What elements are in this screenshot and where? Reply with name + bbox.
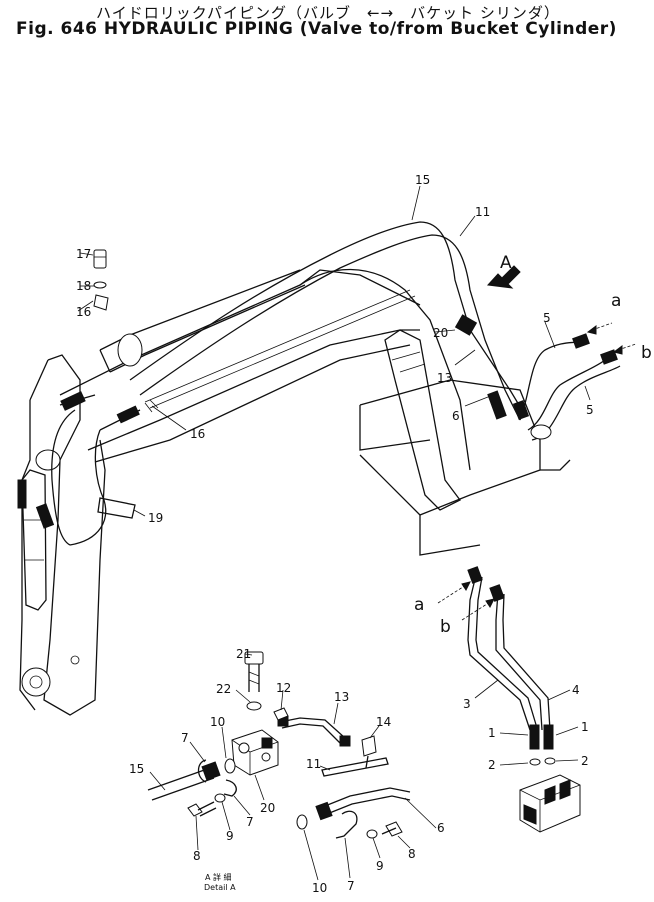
callout-22: 22 (216, 682, 231, 696)
clamp-parts (93, 249, 109, 311)
callout-16: 16 (76, 305, 91, 319)
detail-caption-jp: A 詳 細 (205, 872, 232, 882)
detail-caption-en: Detail A (204, 883, 236, 892)
figure-title: Fig. 646 HYDRAULIC PIPING (Valve to/from… (16, 19, 617, 39)
boom-hoses (17, 221, 530, 546)
callout-11b: 11 (306, 757, 321, 771)
callout-7b: 7 (246, 815, 254, 829)
callout-13: 13 (437, 371, 452, 385)
callout-7c: 7 (347, 879, 355, 893)
callout-4: 4 (572, 683, 580, 697)
callout-9b: 9 (376, 859, 384, 873)
port-a-label: a (611, 291, 621, 311)
detail-a-assembly (147, 651, 411, 839)
valve-pipes (437, 566, 581, 833)
callout-8b: 8 (408, 847, 416, 861)
callout-7: 7 (181, 731, 189, 745)
port-b-label: b (641, 343, 652, 363)
callout-5: 5 (543, 311, 551, 325)
callout-14: 14 (376, 715, 391, 729)
callout-5b: 5 (586, 403, 594, 417)
callout-8: 8 (193, 849, 201, 863)
callout-2b: 2 (581, 754, 589, 768)
callout-10: 10 (210, 715, 225, 729)
leader-lines (77, 185, 591, 881)
callout-17: 17 (76, 247, 91, 261)
callout-16b: 16 (190, 427, 205, 441)
callout-21: 21 (236, 647, 251, 661)
callout-11: 11 (475, 205, 490, 219)
callout-15: 15 (415, 173, 430, 187)
callout-13b: 13 (334, 690, 349, 704)
figure-title-japanese: ハイドロリックパイピング（バルブ ←→ バケット シリンダ） (96, 4, 560, 22)
callout-1b: 1 (581, 720, 589, 734)
callout-20b: 20 (260, 801, 275, 815)
callout-10b: 10 (312, 881, 327, 895)
callout-3: 3 (463, 697, 471, 711)
hose-5-assembly (519, 322, 637, 441)
callout-19: 19 (148, 511, 163, 525)
callout-1: 1 (488, 726, 496, 740)
port-a-label-lower: a (414, 595, 424, 615)
view-marker-label: A (500, 253, 512, 273)
boom-arm-assembly (19, 268, 571, 716)
callout-6: 6 (452, 409, 460, 423)
callout-18: 18 (76, 279, 91, 293)
callout-12: 12 (276, 681, 291, 695)
callout-2: 2 (488, 758, 496, 772)
callout-6b: 6 (437, 821, 445, 835)
port-b-label-lower: b (440, 617, 451, 637)
callout-20: 20 (433, 326, 448, 340)
callout-9: 9 (226, 829, 234, 843)
callout-labels: 15 11 17 18 16 16 19 20 13 6 5 5 a b a b… (76, 173, 652, 895)
callout-15b: 15 (129, 762, 144, 776)
view-arrow-a: A (486, 253, 521, 289)
